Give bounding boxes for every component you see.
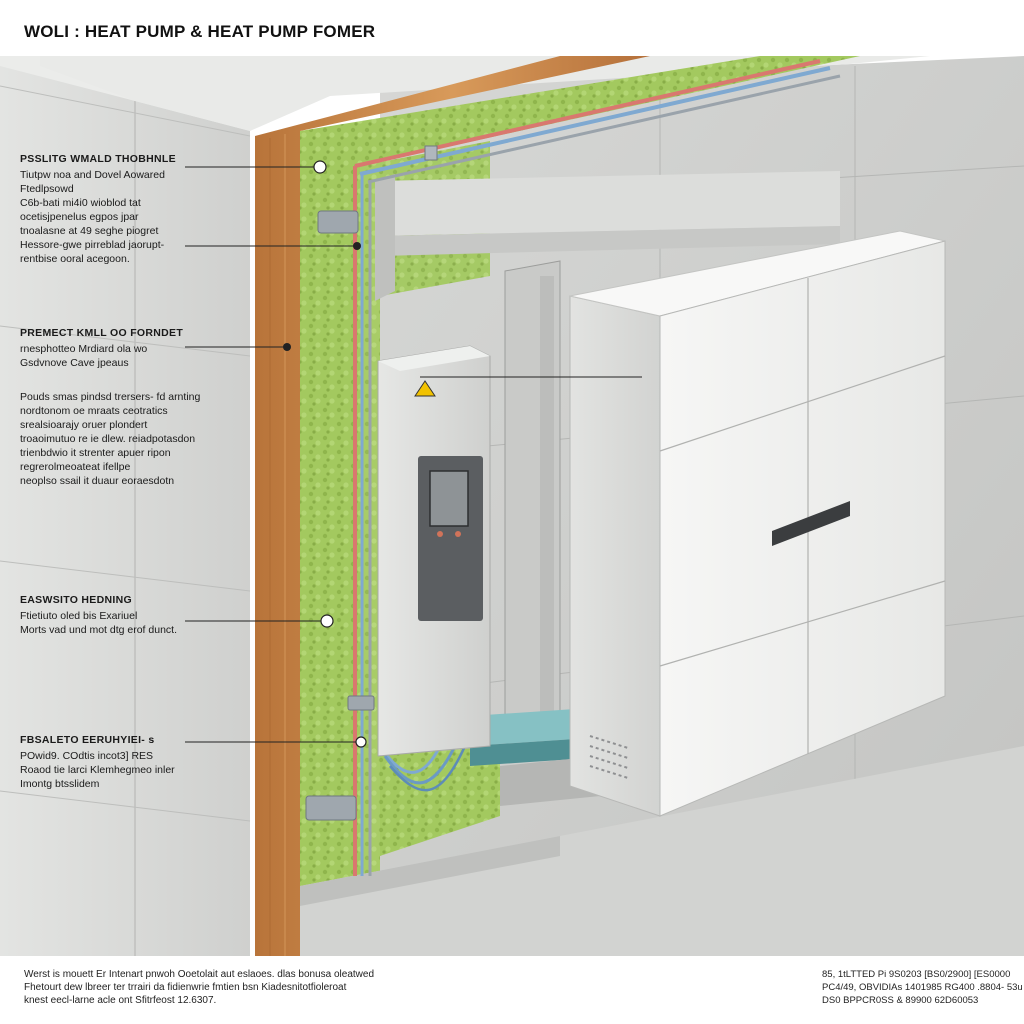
wall-cutaway-illustration [0,56,1024,956]
callout-line: C6b-bati mi4i0 wioblod tat [20,197,141,209]
callout-line: ocetisjpenelus egpos jpar [20,211,139,223]
callout-line: Hessore-gwe pirreblad jaorupt- [20,239,165,251]
footer-note-line: Werst is mouett Er Intenart pnwoh Ooetol… [24,969,375,980]
display-screen [429,470,469,527]
callout-line: regrerolmeoateat ifellpe [20,461,131,473]
callout-line: Imontg btsslidem [20,778,100,790]
footer-note-line: Fhetourt dew lbreer ter trrairi da fidie… [24,982,347,993]
timber-frame [255,56,650,956]
callout-line: Tiutpw noa and Dovel Aowared [20,169,165,181]
base-slab [300,746,1024,956]
callout-heading: FBSALETO EERUHYIEI- s [20,734,155,746]
callout-frame: PREMECT KMLL OO FORNDET rnesphotteo Mrdi… [20,327,183,370]
callout-line: srealsioarajy oruer plondert [20,419,148,431]
callout-line: trienbdwio it strenter apuer ripon [20,447,171,459]
vent-grille [589,735,629,779]
leader-lines [185,166,642,743]
callout-line: Pouds smas pindsd trersers- fd arnting [20,391,201,403]
page-title: WOLI : HEAT PUMP & HEAT PUMP FOMER [24,22,376,41]
callout-line: neoplso ssail it duaur eoraesdotn [20,475,175,487]
footer-notes: Werst is mouett Er Intenart pnwoh Ooetol… [24,968,374,1007]
top-slab [40,56,930,131]
control-box [377,345,491,757]
overhead-duct [375,171,840,301]
footer-standard-line: 85, 1tLTTED Pi 9S0203 [BS0/2900] [ES0000 [822,969,1011,980]
footer-standard-line: DS0 BPPCR0SS & 89900 62D60053 [822,995,979,1006]
callout-line: rnesphotteo Mrdiard ola wo [20,343,148,355]
callout-description: Pouds smas pindsd trersers- fd arnting n… [20,390,200,488]
footer-standard-line: PC4/49, OBVIDIAs 1401985 RG400 .8804- 53… [822,982,1023,993]
indicator-light [437,531,443,537]
callout-line: rentbise ooral acegoon. [20,253,130,265]
callout-line: POwid9. COdtis incot3] RES [20,750,154,762]
warning-icon [414,380,436,397]
pipe-clips [305,145,438,821]
callout-line: troaoimutuo re ie dlew. reiadpotasdon [20,433,196,445]
left-wall-panels [0,56,251,956]
callout-line: Ftietiuto oled bis Exariuel [20,610,138,622]
callout-line: Morts vad und mot dtg erof dunct. [20,624,177,636]
callout-sheathing: EASWSITO HEDNING Ftietiuto oled bis Exar… [20,594,177,637]
indicator-light [455,531,461,537]
callout-heading: PREMECT KMLL OO FORNDET [20,327,184,339]
callout-heading: PSSLITG WMALD THOBHNLE [20,153,176,165]
callout-wall-board: PSSLITG WMALD THOBHNLE Tiutpw noa and Do… [20,153,176,266]
callout-markers [283,160,367,748]
footer-note-line: knest eecl-larne acle ont Sfitrfeost 12.… [24,995,217,1006]
callout-line: Gsdvnove Cave jpeaus [20,357,129,369]
unit-handle [772,501,850,546]
heat-pump-unit [569,230,946,817]
callout-service-entry: FBSALETO EERUHYIEI- s POwid9. COdtis inc… [20,734,175,791]
callout-line: nordtonom oe mraats ceotratics [20,405,168,417]
callout-heading: EASWSITO HEDNING [20,594,132,606]
callout-line: Ftedlpsowd [20,183,74,195]
callout-line: tnoalasne at 49 seghe piogret [20,225,159,237]
footer-standards: 85, 1tLTTED Pi 9S0203 [BS0/2900] [ES0000… [822,968,1023,1007]
callout-line: Roaod tie larci Klemhegmeo inler [20,764,175,776]
